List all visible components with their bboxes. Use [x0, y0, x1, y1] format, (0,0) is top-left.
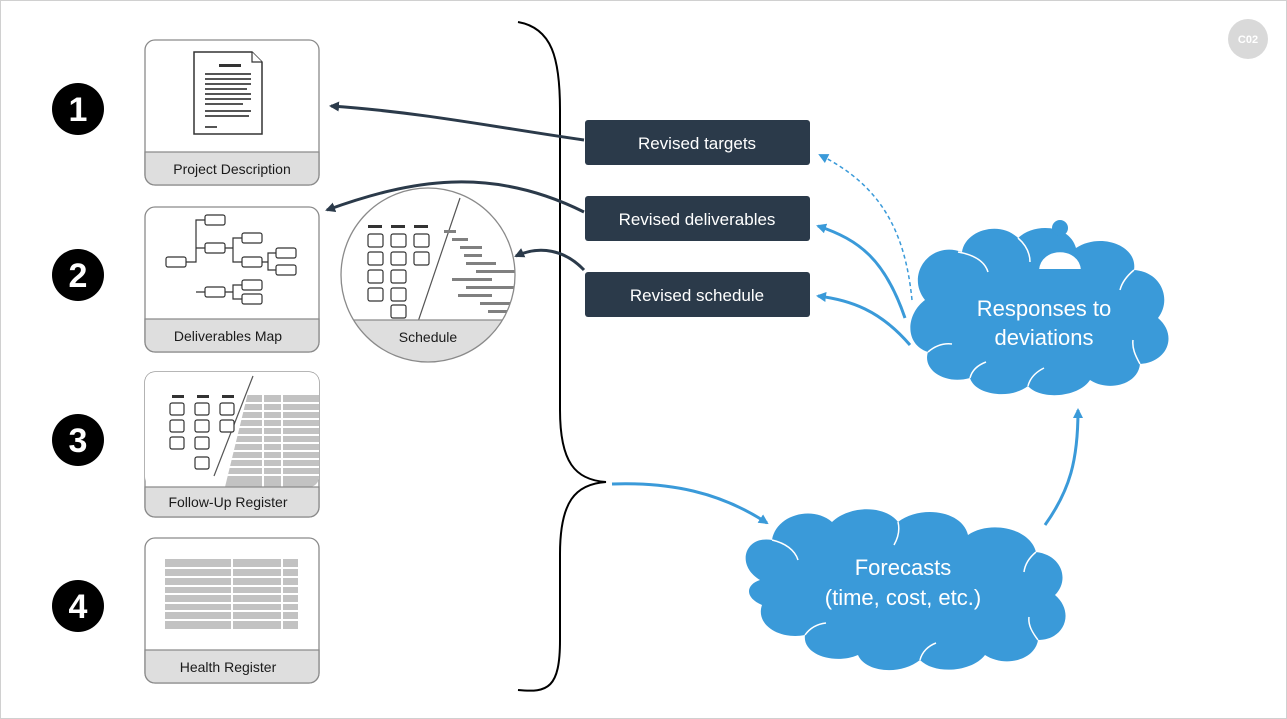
deliverables-map-label: Deliverables Map — [174, 328, 282, 344]
svg-text:3: 3 — [69, 422, 88, 460]
step-4-marker: 4 — [52, 580, 104, 632]
step-3-marker: 3 — [52, 414, 104, 466]
svg-text:Responses to: Responses to — [977, 296, 1112, 321]
follow-up-register-card[interactable]: Follow-Up Register — [144, 371, 320, 518]
svg-text:Forecasts: Forecasts — [855, 555, 952, 580]
health-register-card[interactable]: Health Register — [144, 537, 320, 684]
slide-badge: C02 — [1228, 19, 1268, 59]
project-description-card[interactable]: Project Description — [144, 39, 320, 186]
step-2-marker: 2 — [52, 249, 104, 301]
svg-text:1: 1 — [69, 91, 88, 129]
svg-text:C02: C02 — [1238, 34, 1258, 46]
arrow-targets-to-project-description — [329, 101, 585, 142]
health-register-table-icon — [165, 559, 298, 629]
arrow-responses-to-revised-targets — [818, 154, 913, 301]
tree-diagram-icon — [165, 214, 297, 305]
arrow-responses-to-revised-deliverables — [816, 223, 907, 319]
revised-deliverables-box: Revised deliverables — [585, 196, 810, 241]
deliverables-map-card[interactable]: Deliverables Map — [144, 206, 320, 353]
arrow-schedule-to-schedule — [514, 248, 586, 272]
arrow-forecasts-to-responses — [1043, 408, 1083, 526]
svg-text:4: 4 — [69, 588, 88, 626]
svg-text:(time, cost, etc.): (time, cost, etc.) — [825, 585, 981, 610]
grouping-brace — [517, 21, 607, 692]
revised-targets-box: Revised targets — [585, 120, 810, 165]
svg-text:Revised targets: Revised targets — [638, 134, 756, 153]
health-register-label: Health Register — [180, 659, 277, 675]
svg-text:Revised schedule: Revised schedule — [630, 286, 764, 305]
person-icon — [1036, 220, 1084, 271]
svg-text:deviations: deviations — [994, 325, 1093, 350]
arrow-responses-to-revised-schedule — [816, 292, 912, 346]
svg-text:Revised deliverables: Revised deliverables — [619, 210, 776, 229]
follow-up-register-icon — [145, 372, 319, 487]
forecasts-cloud: Forecasts (time, cost, etc.) — [745, 509, 1066, 671]
schedule-label: Schedule — [399, 329, 458, 345]
step-1-marker: 1 — [52, 83, 104, 135]
project-description-label: Project Description — [173, 161, 291, 177]
revised-schedule-box: Revised schedule — [585, 272, 810, 317]
arrow-brace-to-forecasts — [611, 482, 769, 525]
responses-cloud: Responses to deviations — [910, 220, 1169, 396]
follow-up-register-label: Follow-Up Register — [168, 494, 287, 510]
document-icon — [193, 51, 263, 135]
arrow-deliverables-to-map — [325, 180, 585, 214]
svg-text:2: 2 — [69, 257, 88, 295]
